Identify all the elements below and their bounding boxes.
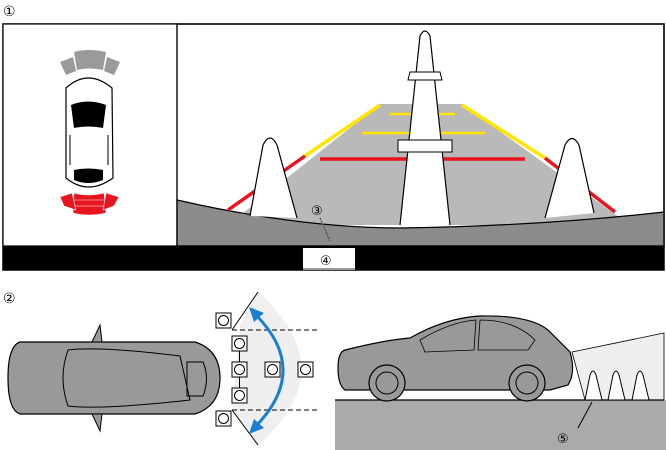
- cone-left: [249, 137, 298, 219]
- sensor-range-side-view: ⑤: [335, 315, 666, 450]
- car-side-view: [337, 315, 574, 402]
- sensor-top-view: [2, 23, 178, 247]
- section-2-label: ②: [3, 291, 16, 307]
- callout-4-label: ④: [320, 254, 332, 269]
- cone-right: [544, 137, 595, 219]
- rear-camera-view: ③: [176, 23, 665, 247]
- sensors: [215, 312, 314, 427]
- cones: [584, 370, 650, 401]
- sensor-range-top-view: [7, 291, 320, 446]
- car-top-view: [7, 323, 221, 433]
- callout-3-label: ③: [311, 204, 323, 219]
- car-top-icon: [65, 77, 114, 188]
- section-1-label: ①: [3, 4, 16, 20]
- cone-center: [399, 30, 451, 226]
- detection-range-arrow-icon: [249, 307, 285, 434]
- front-sensor-indicator: [60, 50, 120, 75]
- callout-5-label: ⑤: [557, 432, 569, 447]
- rear-sensor-indicator: [59, 192, 120, 216]
- display-screen: ③ ④: [2, 23, 665, 271]
